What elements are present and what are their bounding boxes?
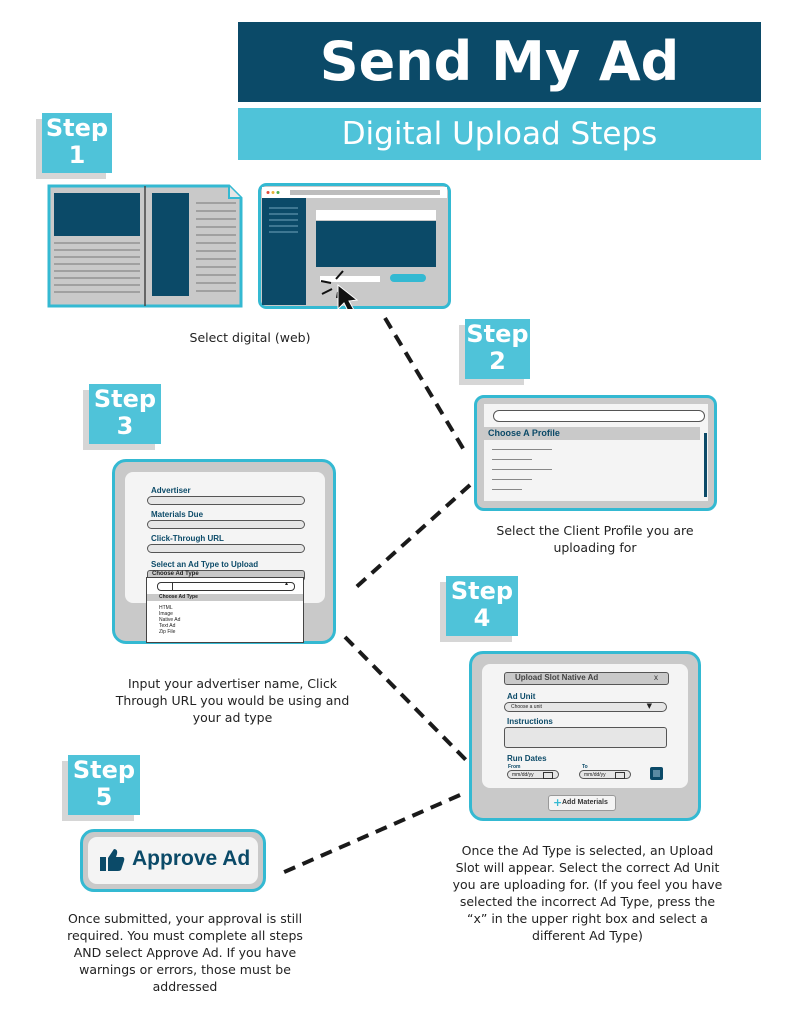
- materials-due-label: Materials Due: [151, 510, 204, 519]
- step-5-word: Step: [72, 756, 136, 784]
- connector-step4-step5: [281, 793, 461, 875]
- instructions-input[interactable]: [504, 727, 667, 748]
- to-label: To: [582, 764, 588, 770]
- add-icon: [653, 770, 660, 777]
- profile-list-item[interactable]: [492, 459, 532, 460]
- approve-ad-frame: Approve Ad: [80, 829, 266, 892]
- step-4-badge: Step 4: [446, 576, 518, 636]
- upload-slot-panel: Upload Slot Native Ad x Ad Unit Choose a…: [469, 651, 701, 821]
- connector-step2-step3: [351, 483, 472, 592]
- step-2-badge: Step 2: [465, 319, 530, 379]
- step-2-caption: Select the Client Profile you are upload…: [496, 523, 694, 555]
- page-title: Send My Ad: [238, 22, 761, 102]
- dropdown-option-zip-file[interactable]: Zip File: [159, 629, 176, 635]
- profile-heading: Choose A Profile: [488, 428, 560, 438]
- ad-unit-select-text: Choose a unit: [511, 704, 542, 710]
- step-1-caption: Select digital (web): [189, 330, 311, 345]
- from-label: From: [508, 764, 521, 770]
- approve-ad-button[interactable]: Approve Ad: [88, 837, 258, 884]
- step-5-number: 5: [95, 783, 113, 811]
- step-1-number: 1: [68, 141, 86, 169]
- to-date-input[interactable]: mm/dd/yy: [579, 770, 631, 779]
- step-3-word: Step: [93, 385, 157, 413]
- print-option-icon: [47, 184, 243, 308]
- upload-slot-window: Upload Slot Native Ad x Ad Unit Choose a…: [482, 664, 688, 788]
- plus-icon: +: [553, 796, 563, 809]
- step-5-badge: Step 5: [68, 755, 140, 815]
- step-5-caption: Once submitted, your approval is still r…: [67, 911, 303, 994]
- ad-form-panel: Advertiser Materials Due Click-Through U…: [112, 459, 336, 644]
- web-option-icon[interactable]: [258, 183, 451, 309]
- calendar-icon[interactable]: [543, 772, 553, 779]
- profile-list-item[interactable]: [492, 479, 532, 480]
- close-icon[interactable]: x: [654, 673, 658, 682]
- step-2-number: 2: [489, 347, 506, 375]
- dropdown-option-text-ad[interactable]: Text Ad: [159, 623, 176, 629]
- profile-heading-bar: Choose A Profile: [484, 427, 700, 440]
- step-3-caption: Input your advertiser name, Click Throug…: [115, 676, 350, 725]
- click-through-label: Click-Through URL: [151, 534, 224, 543]
- thumbs-up-icon: [100, 849, 125, 871]
- ad-unit-select[interactable]: Choose a unit ▼: [504, 702, 667, 712]
- text-cursor: [172, 583, 173, 590]
- click-through-input[interactable]: [147, 544, 305, 553]
- profile-search-input[interactable]: [493, 410, 705, 422]
- materials-due-input[interactable]: [147, 520, 305, 529]
- chevron-up-icon: ▴: [284, 580, 288, 587]
- page-subtitle: Digital Upload Steps: [238, 108, 761, 160]
- ad-unit-label: Ad Unit: [507, 692, 536, 701]
- step-4-caption: Once the Ad Type is selected, an Upload …: [452, 843, 723, 943]
- upload-slot-header: Upload Slot Native Ad x: [504, 672, 669, 685]
- approve-ad-label: Approve Ad: [132, 847, 251, 870]
- profile-panel: Choose A Profile: [474, 395, 717, 511]
- step-1-word: Step: [45, 114, 109, 142]
- dropdown-option-html[interactable]: HTML: [159, 605, 173, 611]
- dropdown-option-image[interactable]: Image: [159, 611, 173, 617]
- from-date-input[interactable]: mm/dd/yy: [507, 770, 559, 779]
- profile-list-item[interactable]: [492, 469, 552, 470]
- advertiser-label: Advertiser: [151, 486, 191, 495]
- connector-step1-step2: [383, 316, 469, 457]
- step-1-badge: Step 1: [42, 113, 112, 173]
- instructions-label: Instructions: [507, 717, 553, 726]
- step-3-badge: Step 3: [89, 384, 161, 444]
- dropdown-search-input[interactable]: ▴: [157, 580, 295, 591]
- add-date-button[interactable]: [650, 767, 663, 780]
- connector-step3-step4: [343, 635, 468, 762]
- step-4-number: 4: [473, 604, 491, 632]
- ad-type-select-text: Choose Ad Type: [152, 571, 199, 577]
- step-4-word: Step: [450, 577, 514, 605]
- ad-type-label: Select an Ad Type to Upload: [151, 560, 259, 569]
- add-materials-button[interactable]: + Add Materials: [548, 795, 616, 811]
- ad-type-dropdown: ▴ Choose Ad Type HTML Image Native Ad Te…: [146, 577, 304, 643]
- advertiser-input[interactable]: [147, 496, 305, 505]
- profile-panel-window: Choose A Profile: [484, 404, 708, 501]
- add-materials-label: Add Materials: [562, 799, 608, 806]
- profile-list-item[interactable]: [492, 489, 522, 490]
- to-date-text: mm/dd/yy: [584, 772, 606, 778]
- calendar-icon[interactable]: [615, 772, 625, 779]
- step-3-number: 3: [116, 412, 134, 440]
- run-dates-label: Run Dates: [507, 754, 547, 763]
- upload-slot-title: Upload Slot Native Ad: [515, 673, 599, 682]
- from-date-text: mm/dd/yy: [512, 772, 534, 778]
- chevron-down-icon: ▼: [646, 702, 652, 710]
- step-2-word: Step: [466, 320, 529, 348]
- dropdown-option-native-ad[interactable]: Native Ad: [159, 617, 181, 623]
- dropdown-header: Choose Ad Type: [147, 594, 303, 601]
- profile-scrollbar[interactable]: [704, 433, 707, 497]
- profile-list-item[interactable]: [492, 449, 552, 450]
